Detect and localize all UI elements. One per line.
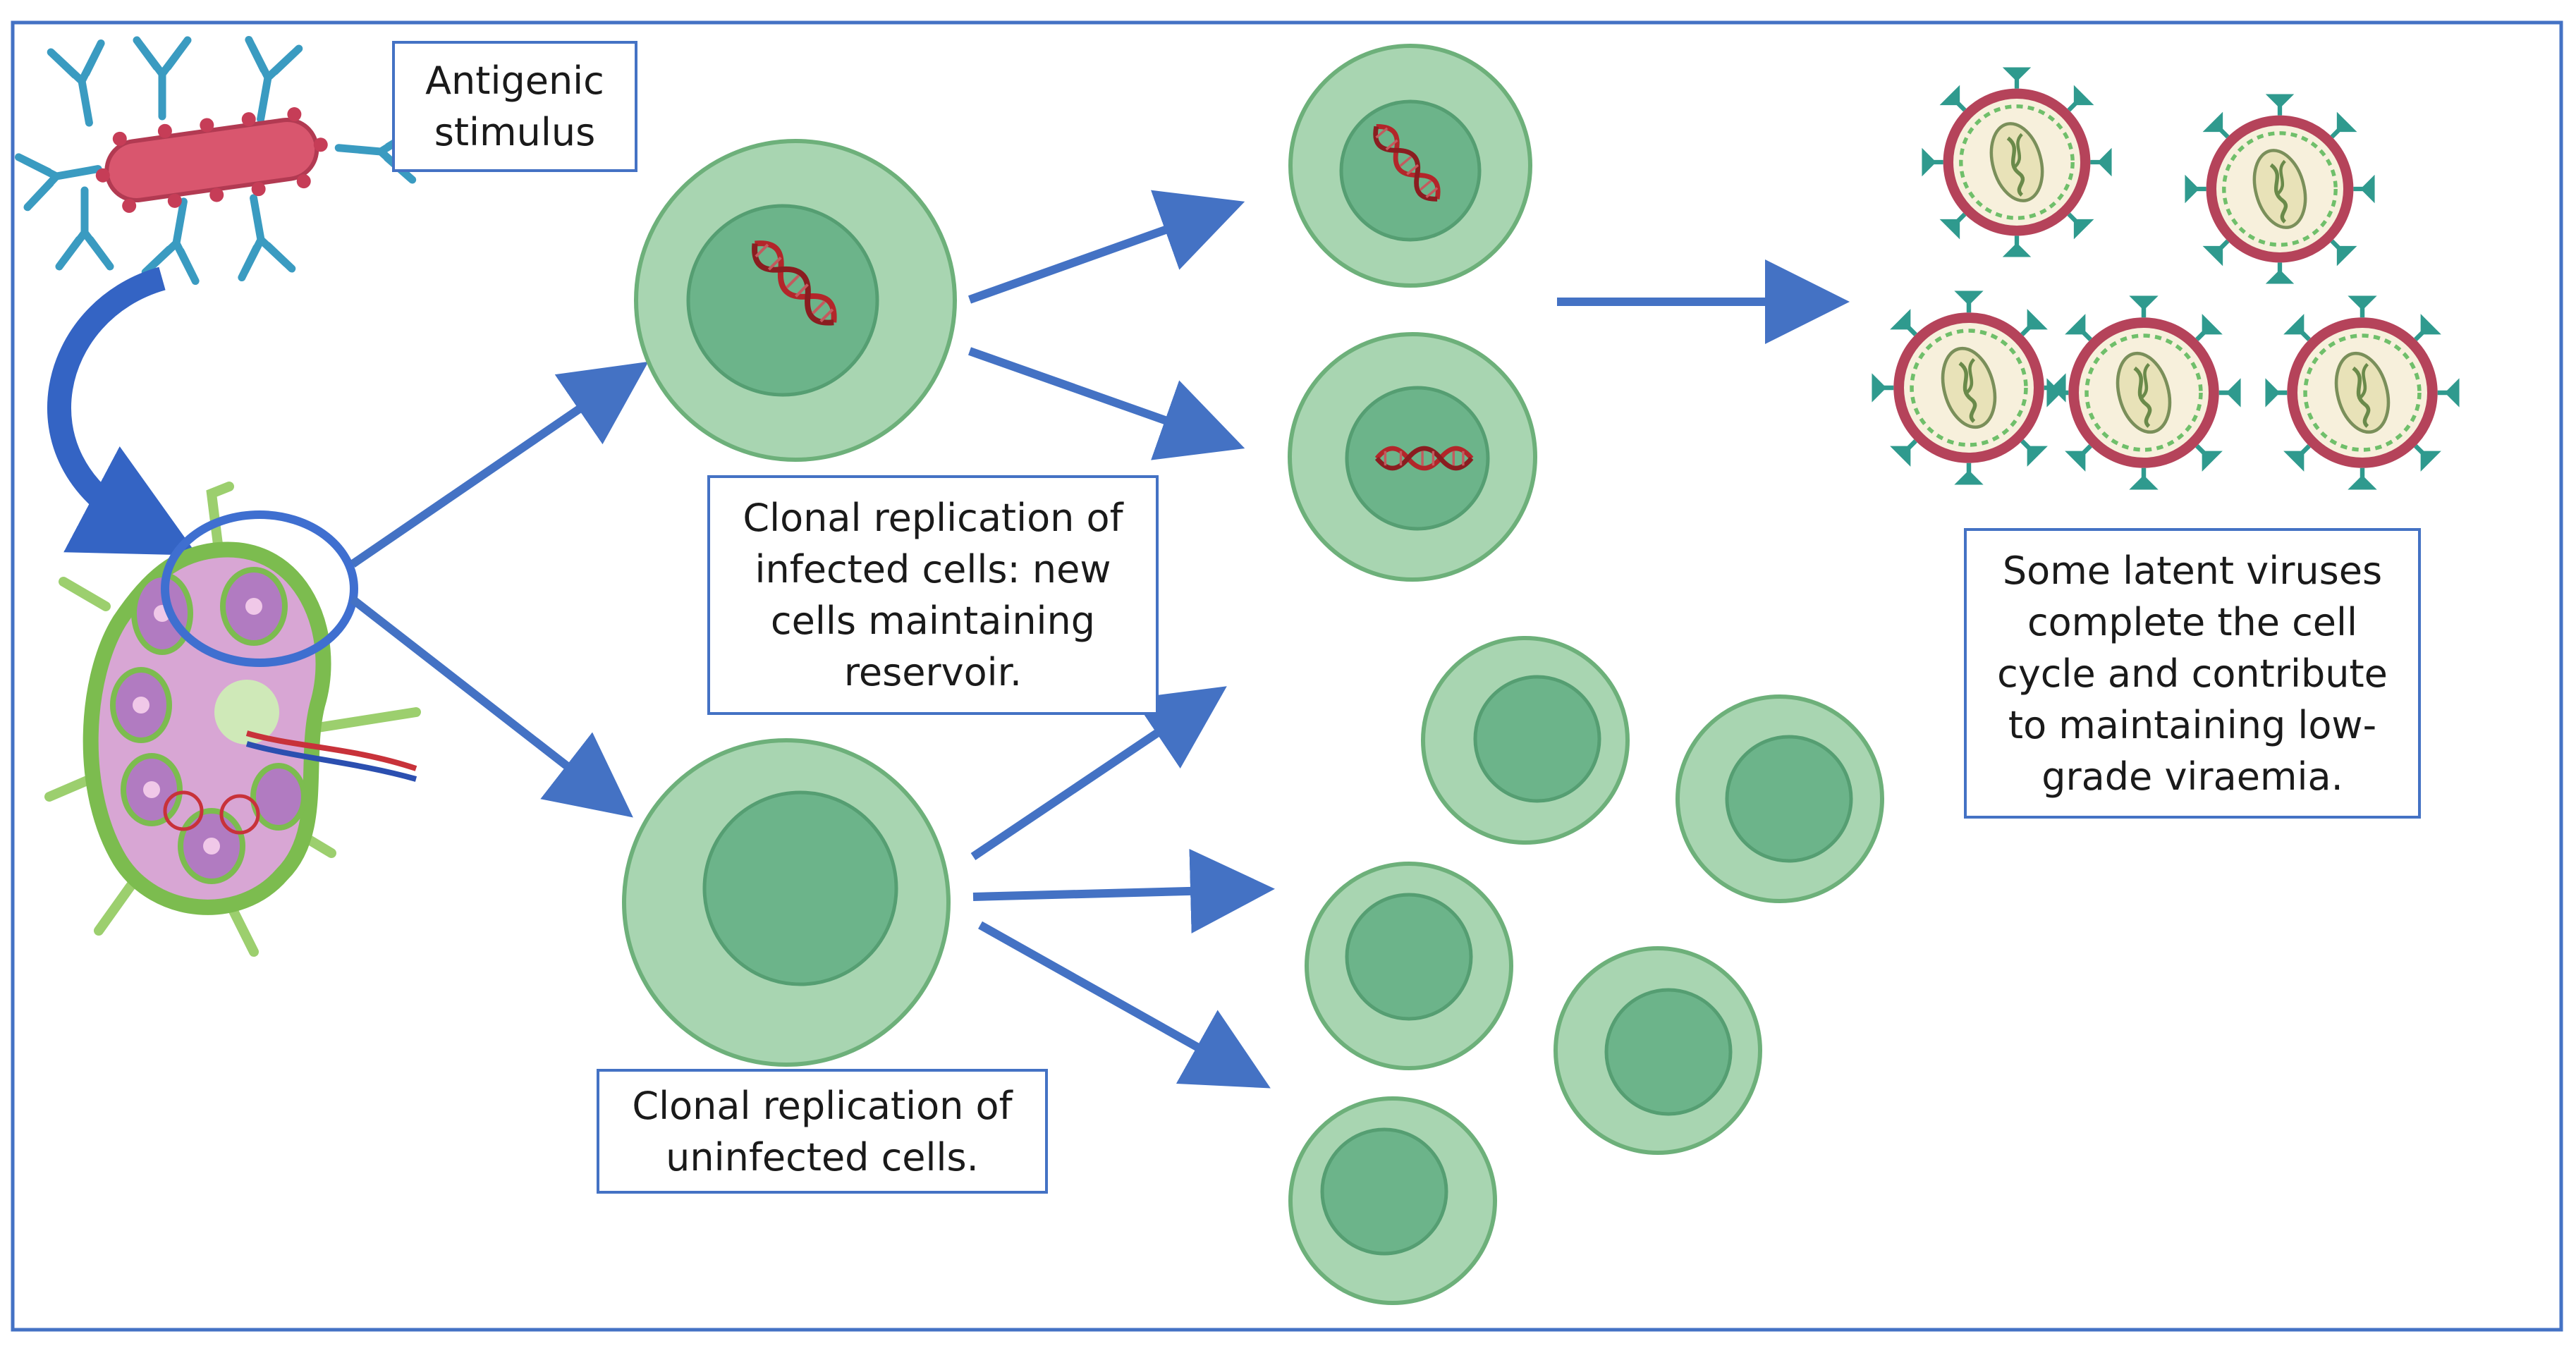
infected-daughter-cell-1 — [1288, 44, 1532, 288]
arrow-uninfected-2 — [972, 848, 1275, 933]
arrow-node-to-uninfected — [350, 596, 633, 818]
bacterium-icon — [18, 39, 416, 281]
viraemia-label: Some latent viruses complete the cell cy… — [1964, 528, 2421, 819]
highlight-ellipse — [161, 510, 358, 667]
arrow-infected-1 — [967, 190, 1245, 304]
arrow-uninfected-3 — [978, 921, 1271, 1089]
uninfected-replication-label: Clonal replication of uninfected cells. — [597, 1069, 1048, 1194]
infected-daughter-cell-2 — [1288, 332, 1537, 582]
uninfected-cell-icon — [622, 738, 951, 1067]
curved-arrow — [47, 267, 198, 556]
arrow-node-to-infected — [350, 361, 649, 568]
lymph-node-icon — [44, 482, 421, 957]
infected-replication-label: Clonal replication of infected cells: ne… — [707, 475, 1159, 715]
infected-cell-icon — [634, 139, 957, 462]
arrow-infected-2 — [967, 347, 1245, 460]
arrow-uninfected-1 — [970, 686, 1227, 860]
antigenic-stimulus-label: Antigenic stimulus — [392, 41, 637, 172]
virion-icon — [1874, 70, 2458, 488]
diagram-frame — [11, 20, 2563, 1332]
uninfected-daughter-cells — [1288, 636, 1884, 1305]
